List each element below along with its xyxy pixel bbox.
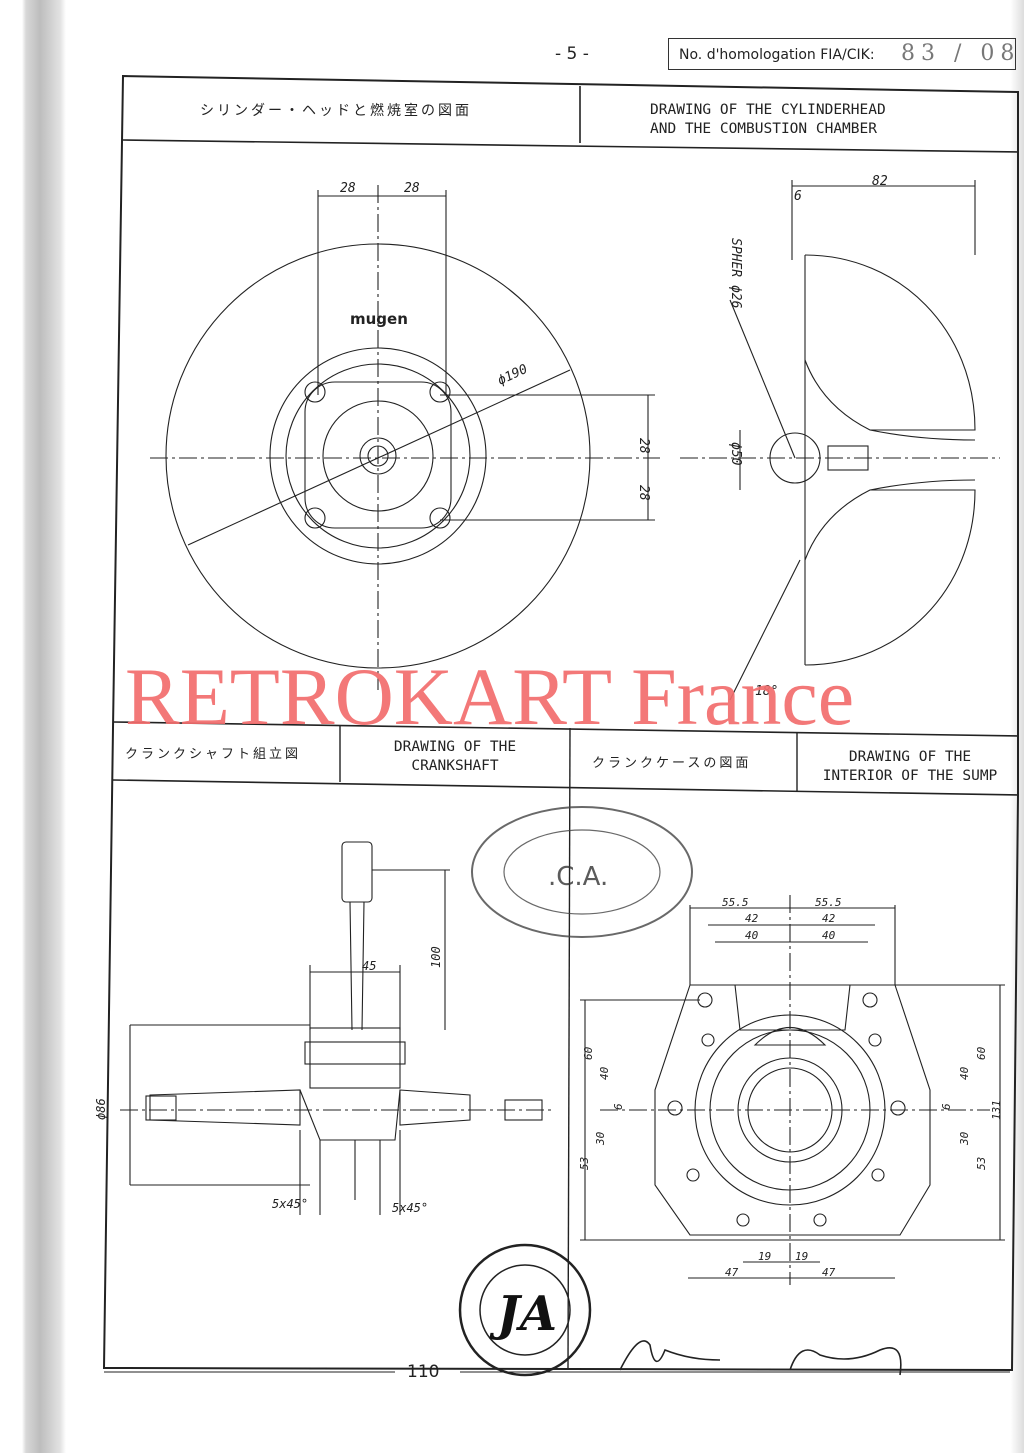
dim-label: 55.5: [722, 896, 749, 909]
scan-shadow: [0, 0, 66, 1453]
crankshaft-drawing: [120, 841, 555, 1215]
dim-label: 28: [636, 485, 651, 501]
dim-label: 19: [795, 1250, 808, 1263]
homologation-number: 83 / 08: [901, 41, 1021, 66]
dim-label: 55.5: [815, 896, 842, 909]
svg-text:JA: JA: [489, 1286, 557, 1342]
dim-label: 82: [872, 174, 888, 189]
dim-label: 40: [598, 1066, 611, 1080]
dim-label: 18°: [755, 684, 778, 699]
dim-label: 42: [822, 912, 836, 925]
dim-label: 47: [822, 1266, 836, 1279]
fia-stamp: .C.A.: [471, 806, 693, 938]
dim-label: 6: [612, 1103, 625, 1110]
dim-label: ϕ86: [94, 1098, 108, 1120]
mugen-logo: mugen: [350, 310, 408, 328]
jaf-stamp: JA: [458, 1243, 592, 1377]
crankshaft-title-jp: クランクシャフト組立図: [125, 747, 302, 762]
dim-label: 40: [822, 929, 836, 942]
page-number: 110: [407, 1362, 440, 1382]
dim-label: 100: [429, 946, 443, 968]
dim-label: 6: [794, 189, 802, 204]
dim-label: 60: [582, 1046, 595, 1060]
dim-label: ϕ50: [728, 442, 743, 466]
dim-label: 53: [975, 1157, 988, 1170]
dim-label: 5x45°: [392, 1201, 428, 1215]
signature: [619, 1340, 902, 1376]
dim-label: 40: [745, 929, 759, 942]
crankshaft-title-en: DRAWING OF THE CRANKSHAFT: [393, 739, 517, 774]
dim-label: 5x45°: [272, 1197, 308, 1211]
crankcase-drawing: [580, 895, 1005, 1285]
dim-label: 28: [340, 181, 356, 196]
dim-label: 53: [578, 1157, 591, 1170]
dim-label: SPHER ϕ26: [728, 238, 743, 309]
sump-title-en: DRAWING OF THE INTERIOR OF THE SUMP: [822, 749, 998, 784]
dim-label: 47: [725, 1266, 739, 1279]
dim-label: 6: [940, 1103, 953, 1110]
cylinderhead-title-jp: シリンダー・ヘッドと燃焼室の図面: [200, 103, 472, 119]
dim-label: 131: [990, 1100, 1003, 1120]
cylinderhead-title-en: DRAWING OF THE CYLINDERHEAD AND THE COMB…: [650, 102, 886, 137]
dim-label: ϕ190: [495, 362, 530, 389]
watermark: RETROKART France: [125, 651, 855, 742]
dim-label: 28: [636, 438, 651, 454]
dim-label: 60: [975, 1046, 988, 1060]
sump-title-jp: クランクケースの図面: [592, 756, 752, 771]
dim-label: 42: [745, 912, 759, 925]
dim-label: 19: [758, 1250, 771, 1263]
dim-label: 30: [594, 1131, 607, 1146]
cylinderhead-profile-drawing: [680, 180, 1000, 701]
svg-text:.C.A.: .C.A.: [548, 862, 608, 892]
cylinderhead-plan-drawing: [150, 185, 660, 690]
dim-label: 45: [362, 959, 376, 973]
homologation-label: No. d'homologation FIA/CIK:: [679, 47, 875, 63]
homologation-box: No. d'homologation FIA/CIK: 83 / 08: [668, 38, 1016, 70]
dim-label: 28: [404, 181, 420, 196]
page-marker: - 5 -: [555, 44, 589, 64]
dim-label: 30: [958, 1131, 971, 1146]
dim-label: 40: [958, 1066, 971, 1080]
